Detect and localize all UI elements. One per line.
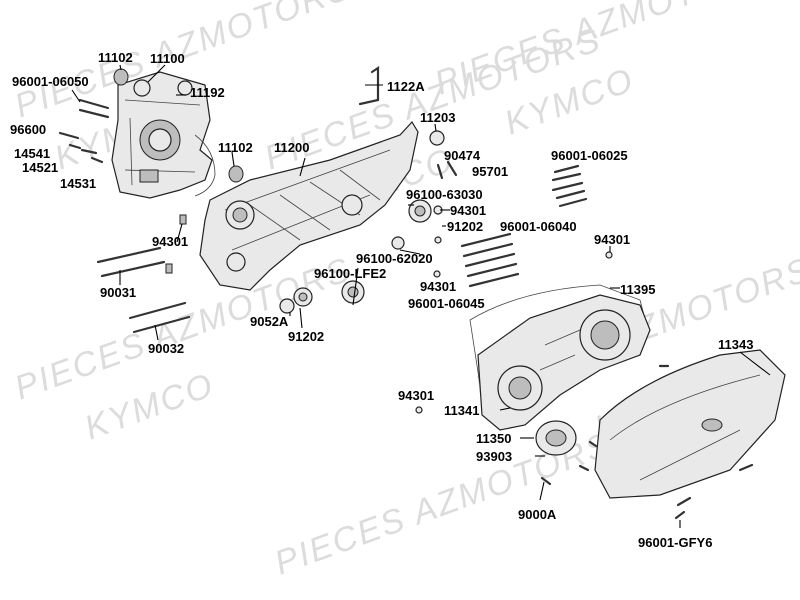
bushing-part[interactable] <box>228 165 244 183</box>
right-crankcase-part[interactable] <box>199 121 419 291</box>
part-number-label[interactable]: 94301 <box>152 234 188 249</box>
part-number-label[interactable]: 96100-62020 <box>356 251 433 266</box>
part-number-label[interactable]: 91202 <box>288 329 324 344</box>
gasket-part[interactable] <box>194 134 216 197</box>
leader-lines <box>71 64 771 528</box>
part-number-label[interactable]: 96100-63030 <box>406 187 483 202</box>
part-number-label[interactable]: 11341 <box>444 403 479 418</box>
part-number-label[interactable]: 11350 <box>476 431 511 446</box>
part-number-label[interactable]: 11343 <box>718 337 753 352</box>
part-number-label[interactable]: 90031 <box>100 285 136 300</box>
part-number-label[interactable]: 14531 <box>60 176 96 191</box>
bolt-parts[interactable] <box>58 98 110 164</box>
bearing-part[interactable] <box>429 130 445 146</box>
part-number-label[interactable]: 94301 <box>594 232 630 247</box>
part-number-label[interactable]: 90032 <box>148 341 184 356</box>
part-number-label[interactable]: 96100-LFE2 <box>314 266 386 281</box>
part-number-label[interactable]: 11102 <box>218 140 253 155</box>
bearing-part[interactable] <box>341 280 365 304</box>
breather-tube-part[interactable] <box>358 65 380 106</box>
bearing-part[interactable] <box>408 199 432 223</box>
part-number-label[interactable]: 90474 <box>444 148 481 163</box>
air-vent-part[interactable] <box>535 420 577 456</box>
part-number-label[interactable]: 11100 <box>150 51 185 66</box>
part-number-label[interactable]: 14521 <box>22 160 58 175</box>
bushing-part[interactable] <box>113 68 129 86</box>
part-number-label[interactable]: 96001-06025 <box>551 148 628 163</box>
left-crankcase-part[interactable] <box>111 71 213 199</box>
part-number-label[interactable]: 91202 <box>447 219 483 234</box>
part-number-label[interactable]: 11395 <box>620 282 655 297</box>
part-number-label[interactable]: 11200 <box>274 140 309 155</box>
part-number-label[interactable]: 94301 <box>450 203 486 218</box>
dowel-pin-part[interactable] <box>165 214 187 274</box>
part-number-label[interactable]: 11192 <box>190 85 225 100</box>
part-number-label[interactable]: 94301 <box>398 388 434 403</box>
cover-bolt-parts[interactable] <box>460 164 588 288</box>
oil-seal-part[interactable] <box>391 236 405 250</box>
outer-crankcase-cover-part[interactable] <box>594 349 786 499</box>
part-number-label[interactable]: 96001-GFY6 <box>638 535 712 550</box>
bearing-part[interactable] <box>279 287 313 314</box>
part-labels: 11102 11100 96001-06050 11192 96600 1454… <box>10 50 753 550</box>
part-number-label[interactable]: 96001-06050 <box>12 74 89 89</box>
stud-bolt-parts[interactable] <box>96 246 191 334</box>
part-number-label[interactable]: 11102 <box>98 50 133 65</box>
part-number-label[interactable]: 14541 <box>14 146 50 161</box>
part-number-label[interactable]: 9052A <box>250 314 289 329</box>
part-number-label[interactable]: 9000A <box>518 507 557 522</box>
part-number-label[interactable]: 1122A <box>387 79 425 94</box>
inner-crankcase-cover-part[interactable] <box>477 294 651 431</box>
part-number-label[interactable]: 95701 <box>472 164 508 179</box>
part-number-label[interactable]: 96001-06045 <box>408 296 485 311</box>
part-number-label[interactable]: 93903 <box>476 449 512 464</box>
part-number-label[interactable]: 11203 <box>420 110 455 125</box>
part-number-label[interactable]: 96001-06040 <box>500 219 577 234</box>
part-number-label[interactable]: 94301 <box>420 279 456 294</box>
part-number-label[interactable]: 96600 <box>10 122 46 137</box>
